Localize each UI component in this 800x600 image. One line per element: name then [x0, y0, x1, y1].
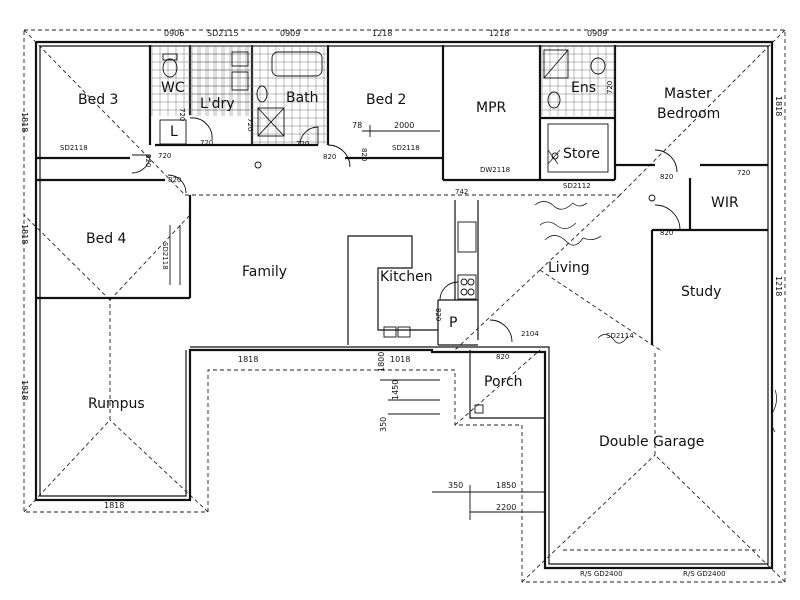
handwritten-notes: [534, 149, 777, 433]
dim-family-1818: 1818: [238, 355, 258, 364]
dim-left-1818b: 1818: [20, 224, 29, 244]
door-hall-720: 720: [246, 118, 254, 131]
room-living: Living: [548, 260, 590, 276]
room-porch: Porch: [484, 374, 523, 390]
door-wc-720: 720: [178, 108, 186, 121]
door-sd2112: SD2112: [563, 182, 591, 190]
door-bed3-820: 820: [144, 154, 152, 167]
room-study: Study: [681, 284, 721, 300]
door-porch-820: 820: [496, 353, 509, 361]
dim-right-1818: 1818: [774, 96, 783, 116]
room-ldry: L'dry: [200, 96, 235, 112]
door-bed4-820: 820: [168, 176, 181, 184]
door-study-820: 820: [660, 229, 673, 237]
dim-porch-1800: 1800: [377, 352, 386, 372]
external-walls: [34, 40, 774, 570]
dim-garage-1850: 1850: [496, 481, 516, 490]
dim-porch-350: 350: [379, 417, 388, 432]
room-rumpus: Rumpus: [88, 396, 145, 412]
room-master-2: Bedroom: [657, 106, 720, 122]
roof-outline: [23, 29, 786, 583]
room-bath: Bath: [286, 90, 319, 106]
dim-78: 78: [352, 121, 362, 130]
door-ldry-720: 720: [200, 139, 213, 147]
room-bed4: Bed 4: [86, 231, 127, 247]
dim-porch-1450: 1450: [391, 380, 400, 400]
window-bed4-sd2118: SD2118: [161, 242, 169, 270]
room-labels: Bed 3 WC L'dry Bath Bed 2 MPR Ens Master…: [78, 80, 739, 450]
dim-garage-350: 350: [448, 481, 463, 490]
door-mpr-820: 820: [360, 148, 368, 161]
dim-2104: 2104: [521, 330, 539, 338]
room-bed3: Bed 3: [78, 92, 118, 108]
dim-bottom-1818: 1818: [104, 501, 124, 510]
internal-walls: [36, 45, 768, 419]
room-kitchen: Kitchen: [380, 269, 433, 285]
room-family: Family: [242, 264, 287, 280]
dim-2000: 2000: [394, 121, 414, 130]
room-linen: L: [170, 124, 178, 140]
room-wir: WIR: [711, 195, 739, 211]
door-pantry-820: 820: [434, 308, 442, 321]
dim-742: 742: [455, 188, 468, 196]
dimension-labels: 0906 SD2115 0909 1218 1218 0909 1818 181…: [20, 29, 783, 578]
fixtures: [159, 49, 760, 551]
door-dw2118: DW2118: [480, 166, 510, 174]
room-bed2: Bed 2: [366, 92, 406, 108]
door-ens-720: 720: [606, 81, 614, 94]
dim-left-1818a: 1818: [20, 112, 29, 132]
door-wir-720: 720: [737, 169, 750, 177]
window-bed2-sd2118: SD2118: [392, 144, 420, 152]
door-master-820: 820: [660, 173, 673, 181]
garage-door-b: R/S GD2400: [683, 570, 726, 578]
dim-top-1218a: 1218: [372, 29, 392, 38]
door-bath-720: 720: [296, 140, 309, 148]
dim-top-sd2115: SD2115: [207, 29, 239, 38]
dim-right-1218: 1218: [774, 276, 783, 296]
dim-left-1818c: 1818: [20, 380, 29, 400]
door-swings: [131, 117, 681, 343]
room-mpr: MPR: [476, 100, 507, 116]
room-store: Store: [563, 146, 600, 162]
dim-top-0909b: 0909: [587, 29, 607, 38]
dim-kitchen-1018: 1018: [390, 355, 410, 364]
dim-top-1218b: 1218: [489, 29, 509, 38]
door-bed3-720: 720: [158, 152, 171, 160]
dim-top-0909a: 0909: [280, 29, 300, 38]
window-bed3-sd2118: SD2118: [60, 144, 88, 152]
tile-grid: [151, 45, 615, 144]
dimension-lines: [362, 125, 545, 520]
room-master-1: Master: [664, 86, 712, 102]
door-sd2114: SD2114: [606, 332, 634, 340]
garage-door-a: R/S GD2400: [580, 570, 623, 578]
dim-garage-2200: 2200: [496, 503, 516, 512]
dim-top-0906: 0906: [164, 29, 184, 38]
room-garage: Double Garage: [599, 434, 704, 450]
room-pantry: P: [449, 315, 457, 331]
room-ens: Ens: [571, 80, 596, 96]
room-wc: WC: [161, 80, 185, 96]
door-bed2-820: 820: [323, 153, 336, 161]
